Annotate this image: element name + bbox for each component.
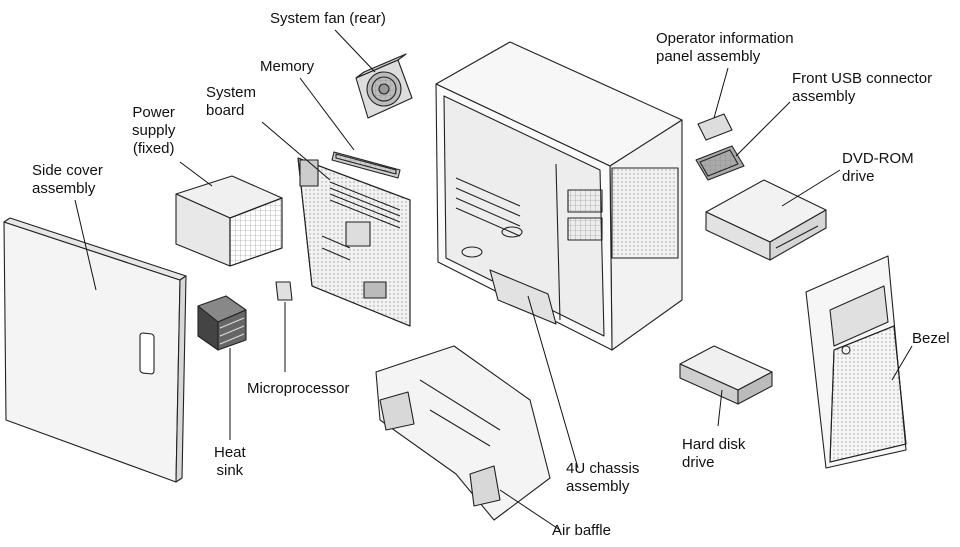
dvd-rom-part [706,180,826,260]
leader-front-usb [735,101,791,157]
label-hard-disk: Hard disk drive [682,436,746,471]
label-side-cover: Side cover assembly [32,162,103,197]
air-baffle-part [376,346,550,520]
label-power-supply: Power supply (fixed) [132,104,176,157]
front-usb-part [696,146,744,180]
leader-memory [299,77,355,151]
label-air-baffle: Air baffle [552,522,611,539]
leader-chassis [527,295,579,469]
memory-part [332,152,400,178]
label-front-usb: Front USB connector assembly [792,70,933,105]
leader-power-supply [179,161,213,187]
leader-system-board [261,121,331,181]
label-bezel: Bezel [912,330,950,347]
leader-bezel [891,345,913,381]
hard-disk-part [680,346,772,404]
leader-operator-panel [713,67,729,119]
system-fan-part [356,54,412,118]
label-dvd-rom: DVD-ROM drive [842,150,914,185]
label-microprocessor: Microprocessor [247,380,350,397]
leader-dvd-rom [781,169,841,207]
microprocessor-part [276,282,292,300]
leader-system-fan [334,29,376,73]
label-system-board: System board [206,84,257,119]
label-chassis: 4U chassis assembly [566,460,640,495]
power-supply-part [176,176,282,266]
label-system-fan: System fan (rear) [270,10,386,27]
label-operator-panel: Operator information panel assembly [656,30,794,65]
label-memory: Memory [260,58,315,75]
leader-hard-disk [717,389,723,427]
chassis-part [436,42,682,350]
bezel-part [806,256,906,468]
leader-air-baffle [499,489,561,531]
leader-lines [74,29,913,531]
leader-side-cover [74,199,97,291]
heat-sink-part [198,296,246,350]
label-heat-sink: Heat sink [214,444,246,479]
side-cover-part [4,218,186,482]
system-board-part [298,158,410,326]
operator-panel-part [698,114,732,140]
